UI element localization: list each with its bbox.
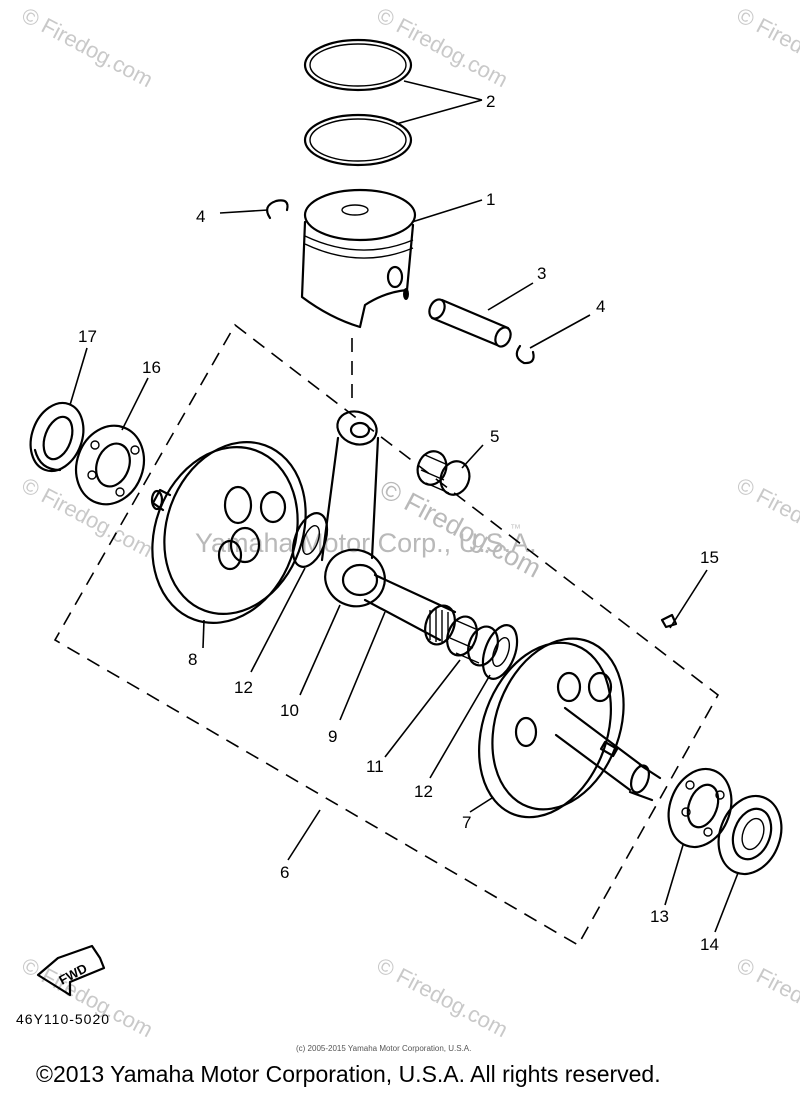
oil-seal [29,401,85,473]
callout-5: 5 [490,427,499,446]
callout-13: 13 [650,907,669,926]
callout-12-right: 12 [414,782,433,801]
thrust-washer-right [481,624,519,680]
big-end-bearing [446,615,499,667]
callout-16: 16 [142,358,161,377]
crank-wheel-right [478,637,662,819]
watermark-layer: © Firedog.com © Firedog.com © Firedog.co… [18,2,800,1042]
circlip-left [266,199,289,220]
watermark-trademark: ™ [510,523,521,535]
piston-pin [428,298,512,348]
callout-6: 6 [280,863,289,882]
small-end-bearing [416,450,471,496]
crankshaft-assembly-outline [53,323,720,947]
callout-15: 15 [700,548,719,567]
callout-3: 3 [537,264,546,283]
oil-seal-right [717,794,783,876]
crank-pin [363,573,457,646]
connecting-rod [320,410,386,608]
bearing-right [667,767,733,849]
callout-4-right: 4 [596,297,605,316]
piston [300,188,417,329]
callout-9: 9 [328,727,337,746]
callout-10: 10 [280,701,299,720]
callout-7: 7 [462,813,471,832]
watermark: © Firedog.com [18,952,157,1042]
crank-wheel-left [150,440,307,624]
callout-14: 14 [700,935,719,954]
watermark: © Firedog.com [733,472,800,562]
watermark: © Firedog.com [733,952,800,1042]
watermark: © Firedog.com [373,952,512,1042]
leader-lines [69,80,739,933]
piston-rings [303,38,413,167]
circlip-right [515,344,535,365]
callout-4-left: 4 [196,207,205,226]
copyright-footer: ©2013 Yamaha Motor Corporation, U.S.A. A… [36,1061,661,1087]
woodruff-key [660,613,678,629]
callout-2: 2 [486,92,495,111]
watermark: © Firedog.com [18,2,157,92]
small-copyright: (c) 2005-2015 Yamaha Motor Corporation, … [296,1044,471,1053]
callout-1: 1 [486,190,495,209]
callout-17: 17 [78,327,97,346]
callout-8: 8 [188,650,197,669]
callout-12-left: 12 [234,678,253,697]
watermark: © Firedog.com [733,2,800,92]
callout-numbers: 1 2 3 4 4 5 6 7 8 9 10 11 12 12 13 14 15… [78,92,719,954]
diagram-code: 46Y110-5020 [16,1011,110,1027]
callout-11: 11 [366,757,384,776]
